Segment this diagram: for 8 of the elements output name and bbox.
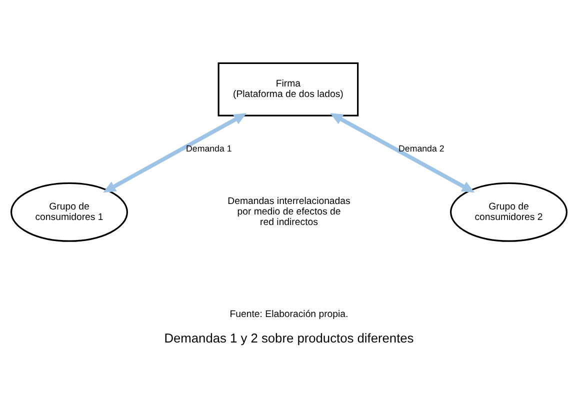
arrow (103, 113, 247, 193)
edge-label: Demanda 2 (398, 144, 444, 154)
edge-label: Demanda 1 (186, 144, 232, 154)
label: Fuente: Elaboración propia. (230, 308, 348, 320)
label: Demandas interrelacionadas por medio de efectos de red indirectos (228, 196, 350, 228)
caption: Demandas 1 y 2 sobre productos diferentes (164, 330, 414, 346)
arrow (330, 113, 475, 193)
node-box: Firma (Plataforma de dos lados) (218, 62, 359, 116)
